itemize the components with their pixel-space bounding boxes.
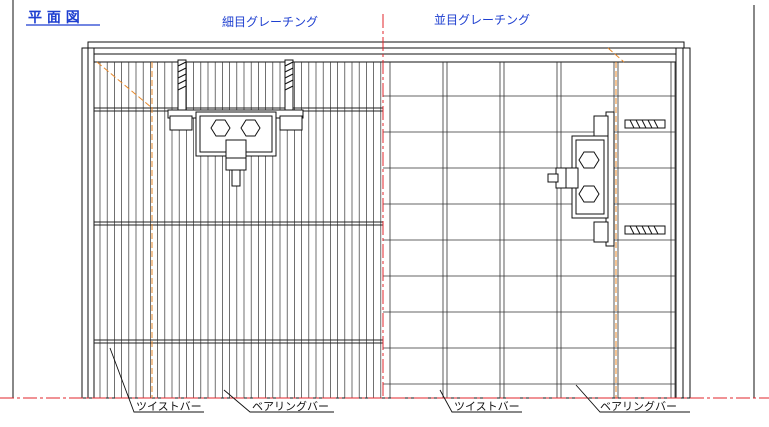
callout-twist-bar-right: ツイストバー [454, 400, 520, 413]
drawing-title: 平 面 図 [28, 10, 80, 26]
callout-bearing-bar-right: ベアリングバー [600, 399, 677, 413]
callout-bearing-bar-left: ベアリングバー [252, 399, 329, 413]
fine-grating-label: 細目グレーチング [222, 15, 318, 29]
fixing-bracket-parallel [547, 111, 666, 247]
centerlines [0, 14, 769, 399]
callout-leaders [109, 347, 690, 413]
grating-frame [81, 41, 691, 399]
hidden-lines [96, 47, 625, 398]
parallel-grating-label: 並目グレーチング [434, 13, 530, 27]
fixing-bracket-fine [167, 59, 304, 187]
parallel-grating-grid [383, 62, 676, 398]
callout-twist-bar-left: ツイストバー [136, 400, 202, 413]
